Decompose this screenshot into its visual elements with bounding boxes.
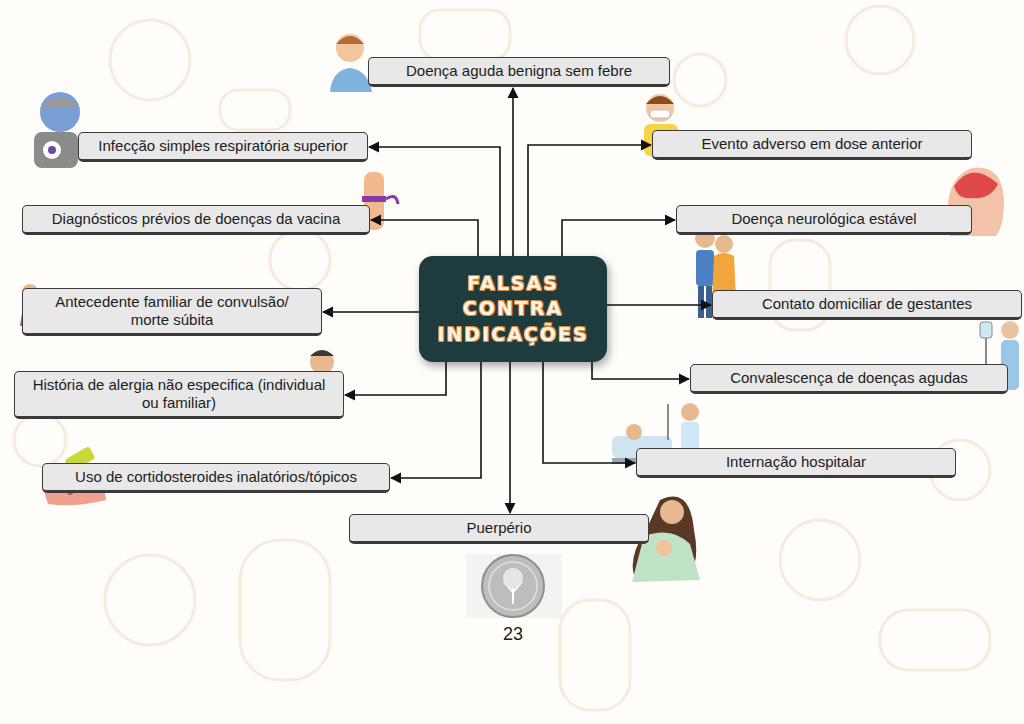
contraindication-box: Diagnósticos prévios de doenças da vacin… <box>22 205 370 235</box>
arrow-connector <box>369 147 500 256</box>
box-label: História de alergia não especifica (indi… <box>27 376 331 413</box>
box-label: Diagnósticos prévios de doenças da vacin… <box>35 210 357 228</box>
central-title: FALSAS CONTRA INDICAÇÕES <box>437 271 588 348</box>
arrow-connector <box>323 311 419 313</box>
contraindication-box: Internação hospitalar <box>636 448 956 478</box>
contraindication-box: História de alergia não especifica (indi… <box>14 371 344 420</box>
box-label: Uso de cortidosteroides inalatórios/tópi… <box>55 468 377 486</box>
arrow-connector <box>592 362 689 379</box>
box-label: Convalescença de doenças agudas <box>703 369 995 387</box>
contraindication-box: Doença neurológica estável <box>676 205 972 235</box>
arrow-connector <box>512 88 514 256</box>
arrow-connector <box>562 220 675 256</box>
arrow-connector <box>509 362 511 513</box>
box-label: Infecção simples respiratória superior <box>91 137 355 155</box>
contraindication-box: Doença aguda benigna sem febre <box>368 57 670 87</box>
logo-emblem <box>466 554 562 618</box>
box-label: Puerpério <box>362 519 636 537</box>
contraindication-box: Evento adverso em dose anterior <box>652 130 972 160</box>
box-label: Internação hospitalar <box>649 453 943 471</box>
arrow-connector <box>345 362 446 395</box>
contraindication-box: Uso de cortidosteroides inalatórios/tópi… <box>42 463 390 493</box>
central-title-box: FALSAS CONTRA INDICAÇÕES <box>419 256 606 362</box>
contraindication-box: Infecção simples respiratória superior <box>78 132 368 162</box>
contraindication-box: Antecedente familiar de convulsão/ morte… <box>22 288 322 337</box>
arrow-connector <box>607 304 711 306</box>
background-pattern <box>14 6 990 710</box>
box-label: Contato domiciliar de gestantes <box>725 295 1009 313</box>
arrow-connector <box>391 362 481 478</box>
child-icon <box>330 34 372 92</box>
box-label: Doença aguda benigna sem febre <box>381 62 657 80</box>
arrow-connector <box>543 362 635 463</box>
box-label: Doença neurológica estável <box>689 210 959 228</box>
box-label: Evento adverso em dose anterior <box>665 135 959 153</box>
arrow-connector <box>528 145 651 256</box>
arrow-connector <box>371 220 478 256</box>
page-number: 23 <box>493 624 533 645</box>
box-label: Antecedente familiar de convulsão/ morte… <box>35 293 309 330</box>
contraindication-box: Convalescença de doenças agudas <box>690 364 1008 394</box>
sick-person-icon <box>34 92 80 168</box>
contraindication-box: Contato domiciliar de gestantes <box>712 290 1022 320</box>
contraindication-box: Puerpério <box>349 514 649 544</box>
